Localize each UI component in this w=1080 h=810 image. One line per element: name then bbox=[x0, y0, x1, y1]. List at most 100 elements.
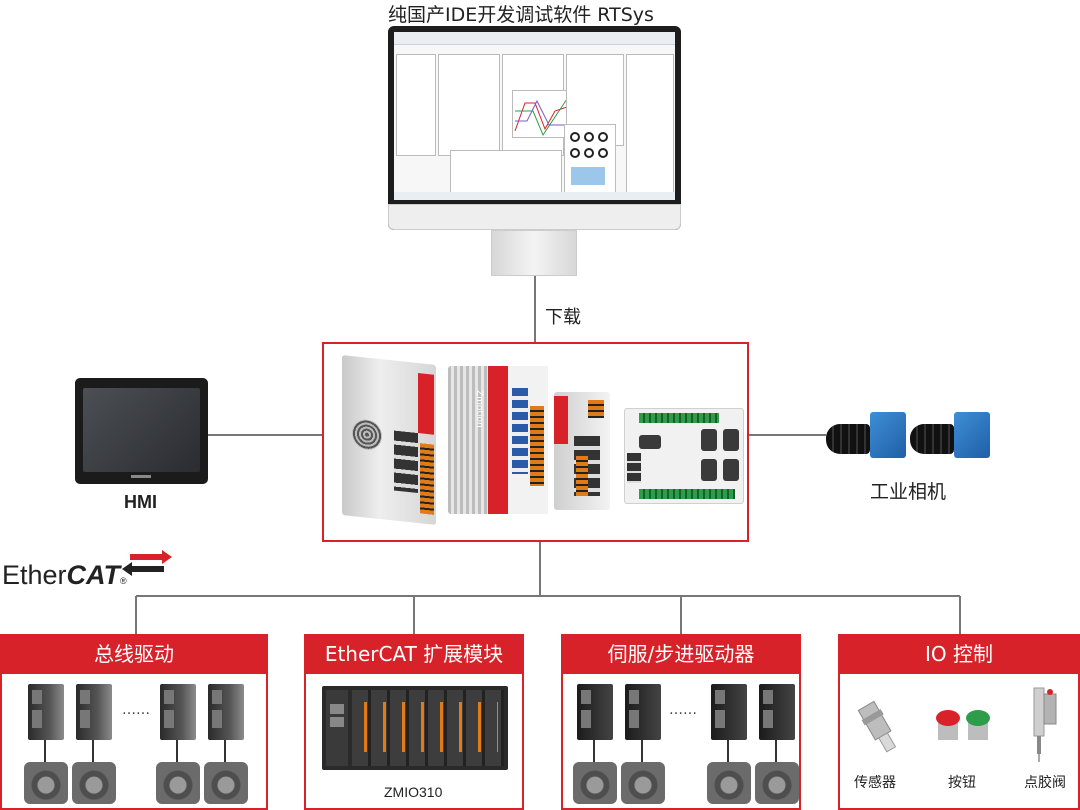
servo-cable-3 bbox=[727, 740, 729, 762]
bus-cable-3 bbox=[176, 740, 178, 762]
zmio-ports bbox=[330, 704, 344, 730]
bus-drive-1 bbox=[28, 684, 64, 740]
bus-motor-4 bbox=[204, 762, 248, 804]
monitor-stand bbox=[491, 230, 577, 276]
bus-drive-4 bbox=[208, 684, 244, 740]
ide-status-bar bbox=[394, 192, 675, 200]
zmio-head bbox=[326, 690, 348, 766]
ethercat-logo-plain: Ether bbox=[2, 560, 67, 590]
monitor-chin bbox=[388, 204, 681, 230]
servo-motor-2 bbox=[621, 762, 665, 804]
card-bus-drive-title: 总线驱动 bbox=[0, 634, 268, 674]
camera-1-body bbox=[870, 412, 906, 458]
ide-editor-panel bbox=[438, 54, 500, 156]
fan-icon bbox=[352, 418, 382, 452]
servo-drive-3 bbox=[711, 684, 747, 740]
hmi-screen bbox=[83, 388, 200, 472]
io-item-button: 按钮 bbox=[948, 775, 976, 791]
bus-motor-2 bbox=[72, 762, 116, 804]
card-servo-title: 伺服/步进驱动器 bbox=[561, 634, 801, 674]
controller-4-dsub-3 bbox=[723, 429, 739, 451]
button-icon bbox=[936, 710, 990, 740]
card-io-title: IO 控制 bbox=[838, 634, 1080, 674]
servo-ellipsis: …… bbox=[669, 702, 697, 718]
servo-motor-3 bbox=[707, 762, 751, 804]
bus-cable-1 bbox=[44, 740, 46, 762]
hmi-device bbox=[75, 378, 208, 484]
servo-motor-4 bbox=[755, 762, 799, 804]
controller-2-terminals bbox=[530, 406, 544, 486]
scope-curves-icon bbox=[514, 98, 568, 137]
servo-motor-1 bbox=[573, 762, 617, 804]
controller-4-ports bbox=[627, 453, 641, 483]
card-io: 传感器 按钮 点胶阀 bbox=[838, 674, 1080, 810]
bus-ellipsis: …… bbox=[122, 702, 150, 718]
io-item-valve: 点胶阀 bbox=[1024, 775, 1066, 791]
ide-toolbar bbox=[394, 32, 675, 45]
controller-4-dsub bbox=[639, 435, 661, 449]
controller-2-face bbox=[508, 366, 548, 514]
diagram-title: 纯国产IDE开发调试软件 RTSys bbox=[388, 4, 654, 26]
bus-drive-2 bbox=[76, 684, 112, 740]
camera-1-lens bbox=[826, 424, 870, 454]
ethercat-arrows-icon bbox=[122, 550, 172, 576]
controller-1-ports bbox=[394, 430, 418, 494]
servo-drive-4 bbox=[759, 684, 795, 740]
zmio-caption: ZMIO310 bbox=[384, 784, 443, 800]
camera-2-lens bbox=[910, 424, 954, 454]
controller-2-brand: Zmotion bbox=[474, 390, 484, 428]
sensor-icon bbox=[857, 700, 897, 753]
controller-4-dsub-4 bbox=[701, 459, 717, 481]
hmi-logo-icon bbox=[131, 475, 151, 478]
ethercat-logo-reg: ® bbox=[120, 576, 127, 586]
controller-3 bbox=[554, 392, 610, 510]
card-servo: …… bbox=[561, 674, 801, 810]
zmio-module bbox=[322, 686, 508, 770]
jog-buttons-icon bbox=[570, 132, 608, 185]
camera-2 bbox=[910, 412, 990, 460]
ide-table-panel bbox=[450, 150, 562, 200]
controller-3-red-panel bbox=[554, 396, 568, 444]
monitor bbox=[388, 26, 681, 276]
controller-1 bbox=[342, 355, 436, 525]
camera-1 bbox=[826, 412, 906, 460]
bus-motor-3 bbox=[156, 762, 200, 804]
servo-cable-2 bbox=[641, 740, 643, 762]
io-item-sensor: 传感器 bbox=[854, 775, 896, 791]
controller-1-red-strip bbox=[418, 373, 434, 435]
controller-4-terminals-top bbox=[639, 413, 719, 423]
ethercat-logo-bold: CAT bbox=[66, 560, 121, 590]
controller-4 bbox=[624, 408, 744, 504]
monitor-screen bbox=[394, 32, 675, 200]
controller-4-dsub-2 bbox=[701, 429, 717, 451]
controller-3-terminals-2 bbox=[576, 456, 588, 496]
hmi-label: HMI bbox=[124, 492, 157, 512]
controller-group: Zmotion bbox=[322, 342, 749, 542]
bus-motor-1 bbox=[24, 762, 68, 804]
servo-drive-2 bbox=[625, 684, 661, 740]
controller-2-red-panel bbox=[488, 366, 508, 514]
camera-label: 工业相机 bbox=[870, 481, 947, 503]
ide-project-panel bbox=[396, 54, 436, 156]
servo-cable-1 bbox=[593, 740, 595, 762]
controller-1-terminals bbox=[420, 443, 434, 515]
bus-cable-4 bbox=[224, 740, 226, 762]
controller-4-terminals-bottom bbox=[639, 489, 735, 499]
bus-cable-2 bbox=[92, 740, 94, 762]
camera-2-body bbox=[954, 412, 990, 458]
controller-2-ports bbox=[512, 388, 528, 474]
controller-4-dsub-5 bbox=[723, 459, 739, 481]
ethercat-logo: EtherCAT® bbox=[2, 560, 127, 594]
card-ethercat-module-title: EtherCAT 扩展模块 bbox=[304, 634, 524, 674]
download-label: 下载 bbox=[545, 307, 581, 328]
controller-2: Zmotion bbox=[448, 366, 548, 514]
dispensing-valve-icon bbox=[1033, 687, 1057, 762]
ide-jog-panel bbox=[564, 124, 616, 196]
controller-3-terminals bbox=[588, 400, 604, 418]
servo-drive-1 bbox=[577, 684, 613, 740]
card-ethercat-module: ZMIO310 bbox=[304, 674, 524, 810]
card-bus-drive: …… bbox=[0, 674, 268, 810]
servo-cable-4 bbox=[775, 740, 777, 762]
